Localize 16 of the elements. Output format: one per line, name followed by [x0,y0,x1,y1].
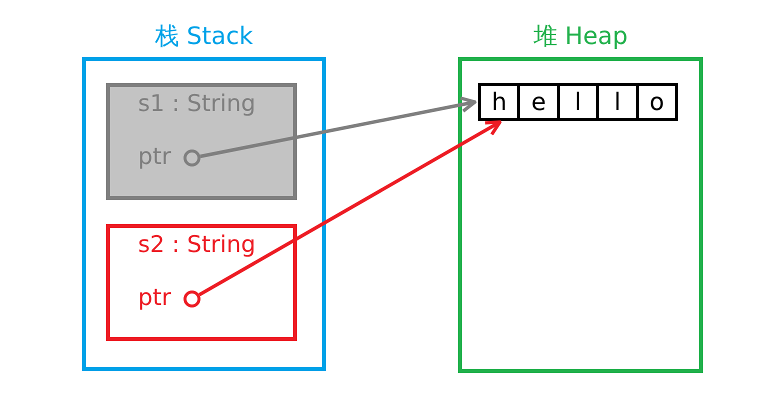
pointer-arrow [200,96,477,158]
char-cell: l [556,86,596,118]
variable-box [106,83,297,200]
frame-title: 栈 Stack [154,23,254,51]
field-name: ptr [138,144,172,170]
char-cell: l [596,86,636,118]
variable-box [106,224,297,341]
variable-name: s2 : String [138,232,256,258]
char-cell: o [636,86,676,118]
pointer-arrow [198,120,502,296]
variable-name: s1 : String [138,91,256,118]
char-cell: e [517,86,557,118]
field-name: ptr [138,285,172,312]
string-buffer [478,83,678,121]
frame-title: 堆 Heap [533,23,628,51]
char-cell: h [481,86,518,118]
